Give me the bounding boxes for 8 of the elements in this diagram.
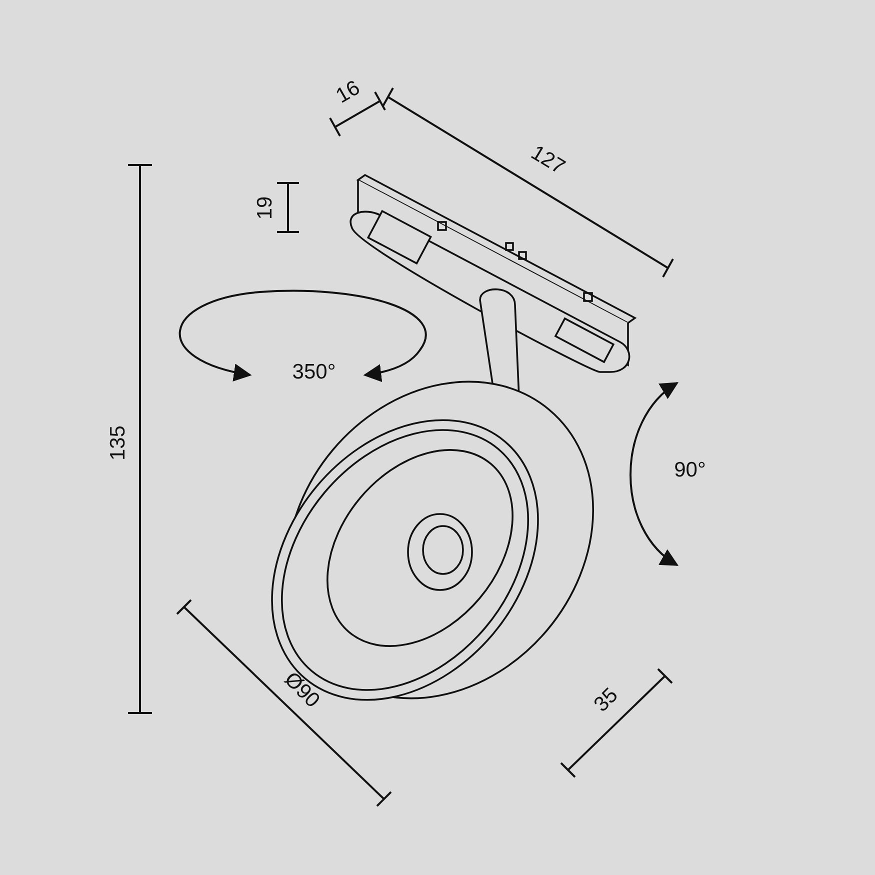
dimension-label: Ø90 — [280, 668, 324, 712]
dimension-label: 16 — [332, 77, 364, 107]
rotation-angle-label: 350° — [292, 362, 336, 382]
rotation-angle-label: 90° — [674, 460, 706, 480]
dimension-label: 19 — [254, 196, 276, 220]
dimension-label: 135 — [108, 425, 128, 461]
dimension-label: 35 — [590, 684, 622, 716]
dimension-label: 127 — [528, 142, 568, 178]
